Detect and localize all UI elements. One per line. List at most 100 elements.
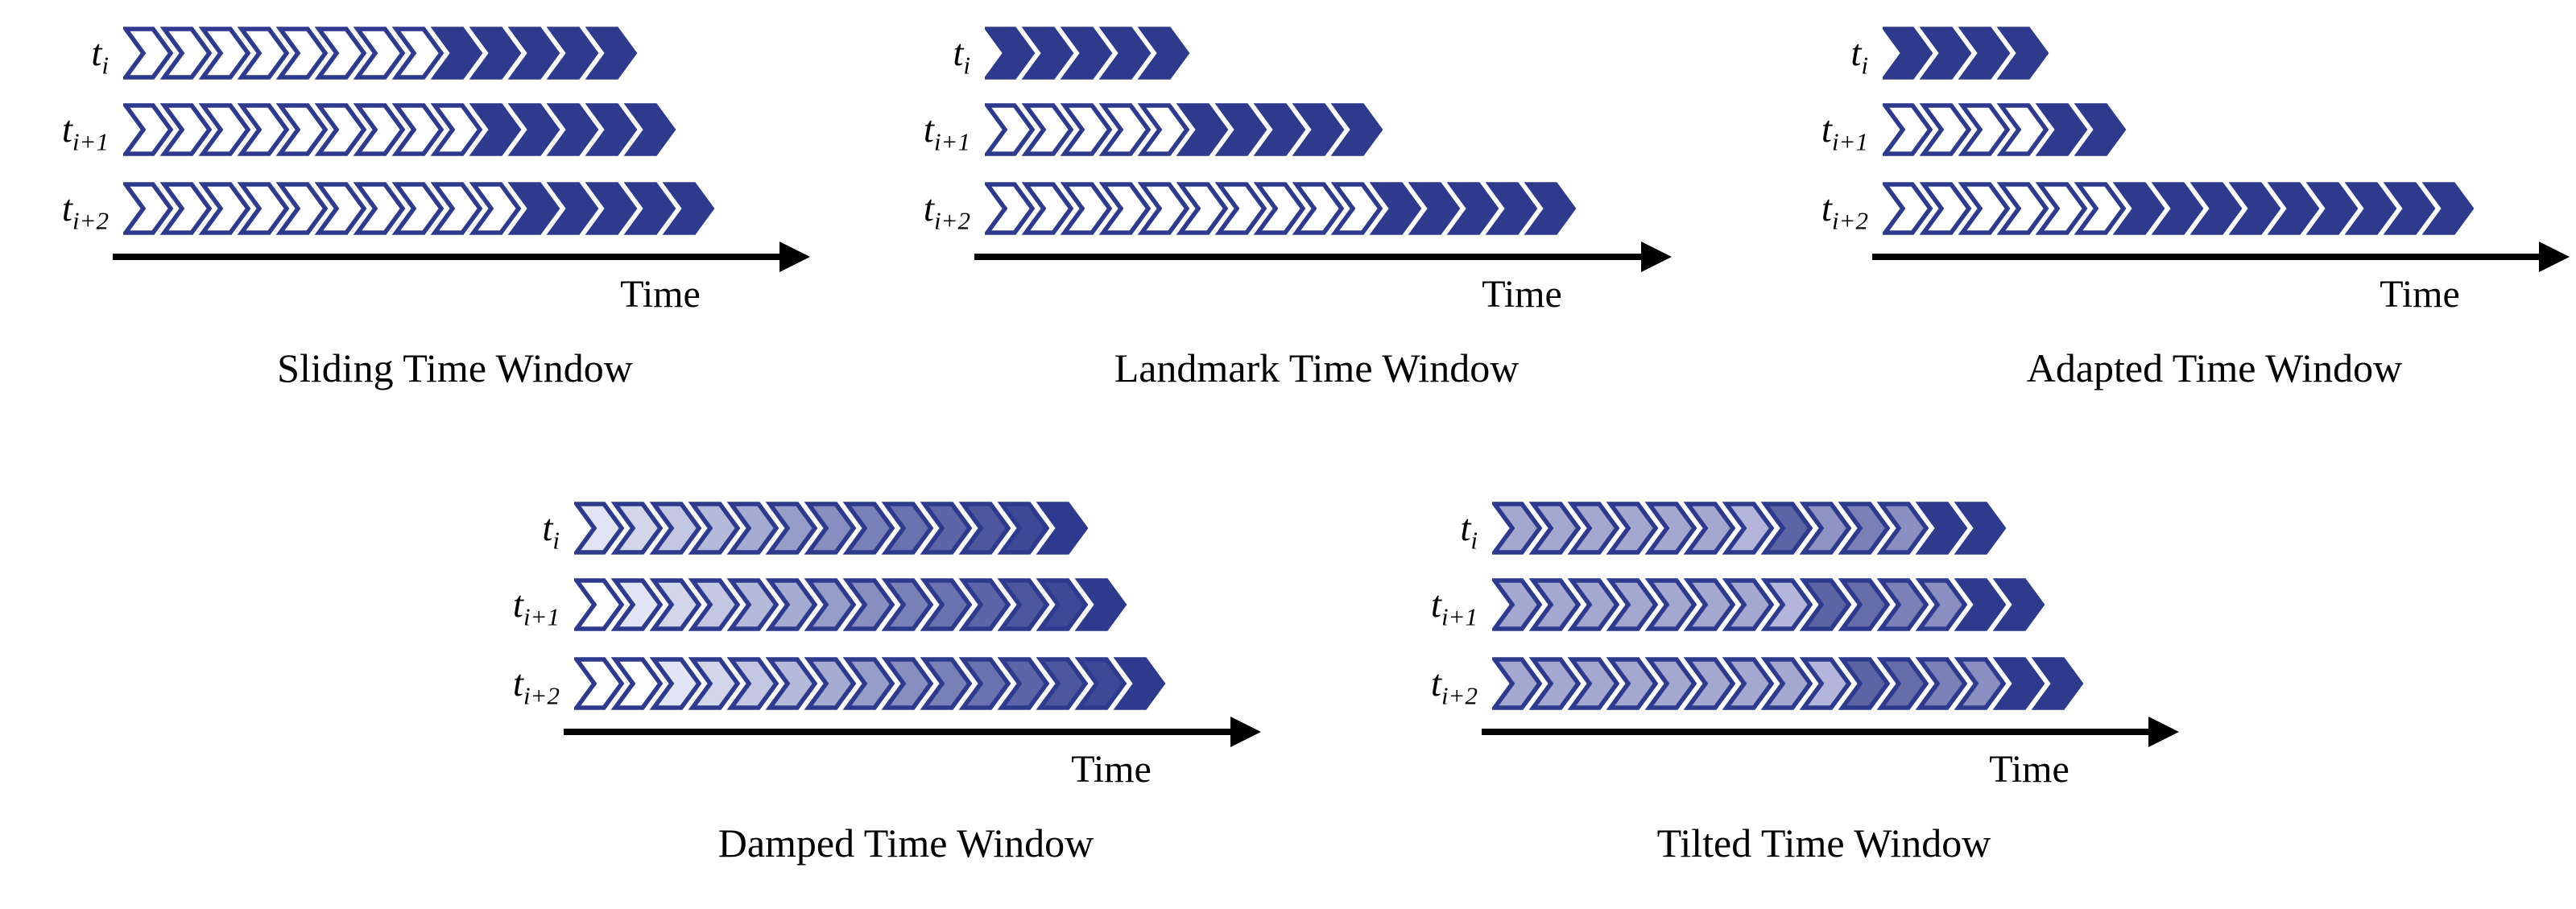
chevron-unit [920,657,973,710]
chevron-unit [804,578,857,631]
time-axis-line [1482,729,2152,735]
chevron-unit [159,103,213,156]
chevron-unit [237,182,290,235]
chevron-unit [1883,182,1933,235]
chevron-unit [2035,182,2088,235]
chevron-strip [985,103,1383,156]
chevron-unit [1137,27,1190,80]
chevron-unit [507,103,560,156]
chevron-unit [353,182,406,235]
chevron-unit [1799,502,1852,555]
time-axis-line [113,254,783,260]
chevron-unit [1838,578,1891,631]
chevron-unit [2421,182,2475,235]
chevron-strip [123,27,638,80]
row-label: ti+2 [1821,188,1868,235]
chevron-unit [881,502,934,555]
chevron-unit [1098,182,1152,235]
row-label: ti+2 [61,188,109,235]
chevron-unit [1958,27,2011,80]
row-label: ti [1850,32,1868,80]
chevron-unit [2112,182,2165,235]
chevron-unit [2383,182,2436,235]
chevron-unit [1074,578,1127,631]
chevron-unit [1760,578,1813,631]
chevron-unit [1098,103,1152,156]
chevron-unit [1292,103,1345,156]
chevron-unit [1036,657,1089,710]
chevron-unit [1722,502,1775,555]
chevron-unit [507,27,560,80]
chevron-unit [1137,103,1190,156]
chevron-unit [688,578,741,631]
chevron-unit [2344,182,2397,235]
chevron-unit [1098,27,1152,80]
chevron-unit [649,578,702,631]
chevron-unit [198,103,251,156]
chevron-unit [391,182,444,235]
chevron-unit [1644,657,1697,710]
chevron-unit [997,657,1050,710]
chevron-unit [1644,502,1697,555]
chevron-unit [1954,657,2007,710]
chevron-unit [2074,103,2127,156]
chevron-unit [391,27,444,80]
chevron-strip [123,103,676,156]
row-label: ti+2 [1430,663,1478,710]
chevron-unit [1567,502,1620,555]
chevron-unit [1915,657,1968,710]
chevron-unit [1606,578,1659,631]
chevron-unit [1567,657,1620,710]
chevron-unit [546,182,599,235]
time-axis-line [1872,254,2542,260]
chevron-unit [610,578,664,631]
chevron-strip [1492,578,2045,631]
panel-title: Damped Time Window [717,820,1094,866]
chevron-unit [1683,657,1736,710]
timeline-row: ti+1 [1784,103,2131,156]
chevron-unit [1799,657,1852,710]
timeline-row: ti+1 [886,103,1387,156]
chevron-unit [1021,182,1074,235]
row-label: ti+1 [1430,584,1478,631]
chevron-unit [123,103,174,156]
chevron-unit [469,27,522,80]
timeline-row: ti [1784,27,2053,80]
chevron-unit [1683,502,1736,555]
chevron-unit [1996,27,2049,80]
row-label: ti [542,507,560,555]
row-label: ti+1 [923,109,970,156]
chevron-unit [1408,182,1461,235]
timeline-row: ti+1 [475,578,1131,631]
chevron-unit [2228,182,2281,235]
chevron-unit [430,182,483,235]
chevron-unit [1036,578,1089,631]
chevron-unit [2267,182,2320,235]
chevron-unit [237,103,290,156]
chevron-strip [574,657,1166,710]
panel-title: Tilted Time Window [1656,820,1991,866]
chevron-unit [1176,182,1229,235]
chevron-unit [353,103,406,156]
chevron-unit [958,502,1011,555]
chevron-unit [997,578,1050,631]
chevron-unit [1330,182,1383,235]
chevron-strip [1492,502,2007,555]
chevron-unit [1996,103,2049,156]
chevron-unit [985,103,1036,156]
chevron-unit [1722,578,1775,631]
chevron-unit [726,657,779,710]
row-label: ti [1460,507,1478,555]
chevron-unit [1253,182,1306,235]
time-axis-arrowhead-icon [1641,242,1672,272]
chevron-unit [1113,657,1166,710]
chevron-unit [985,27,1036,80]
chevron-unit [1876,578,1929,631]
chevron-unit [1036,502,1089,555]
timeline-row: ti+1 [1393,578,2049,631]
timeline-row: ti+1 [24,103,680,156]
chevron-unit [1524,182,1577,235]
chevron-unit [314,103,367,156]
